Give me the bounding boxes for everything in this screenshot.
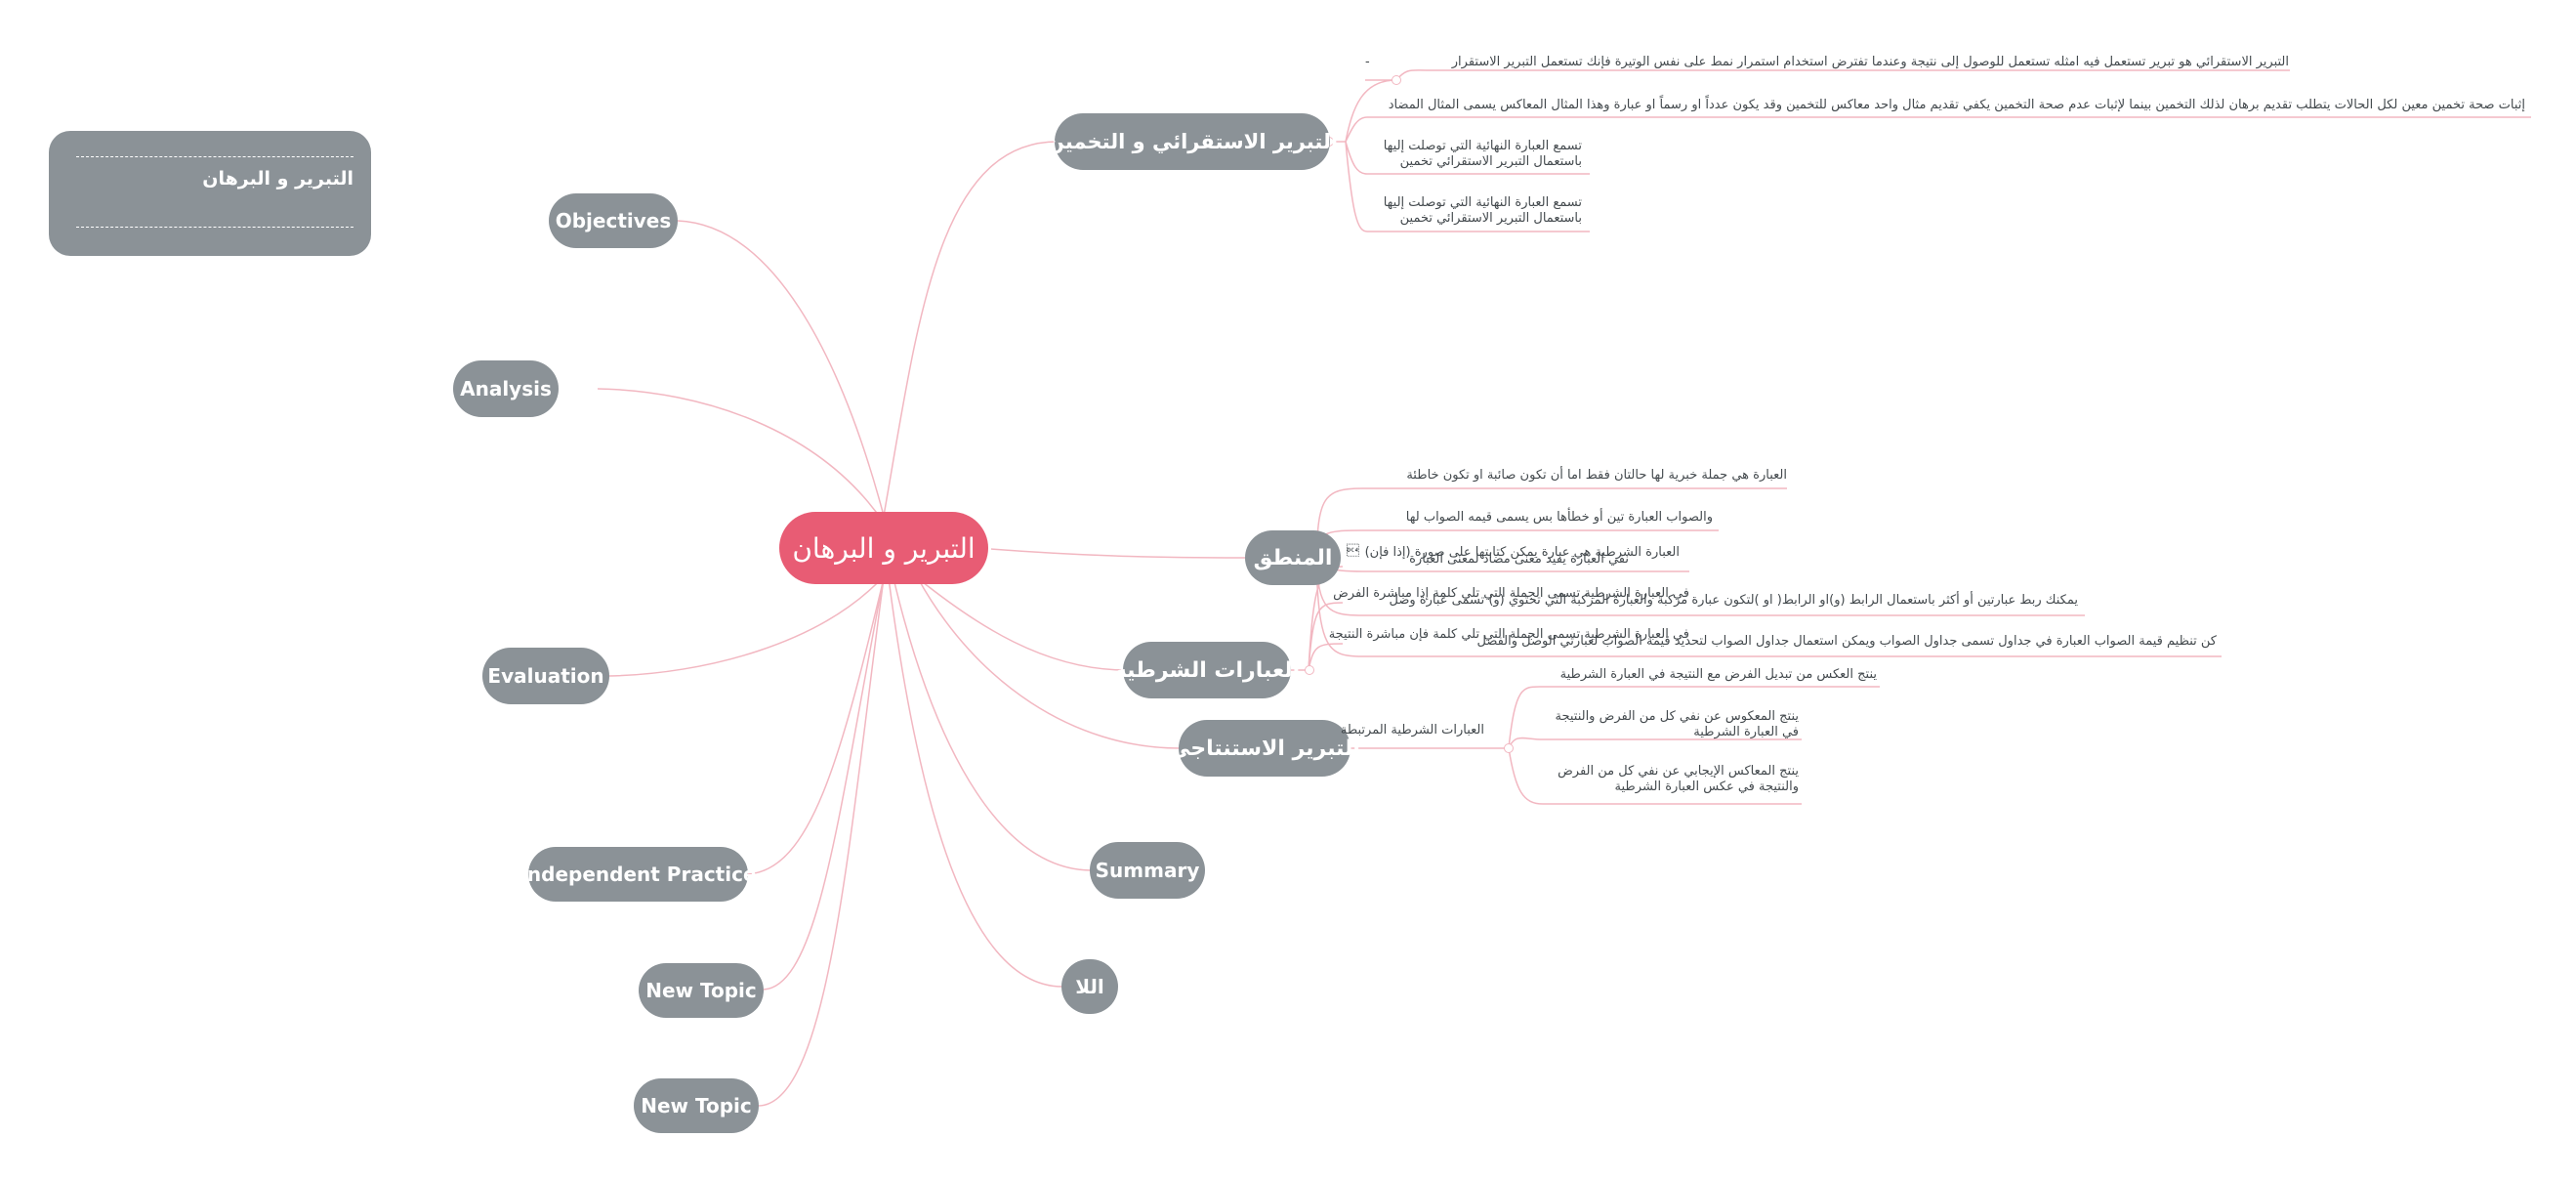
link-newtopic1 — [763, 577, 885, 990]
branch-joint[interactable] — [1392, 75, 1401, 85]
inductive-detail-dash[interactable]: - — [1365, 55, 1370, 69]
link-objectives — [677, 220, 885, 517]
logic-detail-1[interactable]: العبارة هي جملة خبرية لها حالتان فقط اما… — [1406, 468, 1787, 483]
branch-inductive-reasoning[interactable]: التبرير الاستقرائي و التخمين — [1047, 113, 1338, 170]
central-topic[interactable]: التبرير و البرهان — [779, 512, 988, 584]
branch-new-topic-2[interactable]: New Topic — [634, 1078, 759, 1133]
branch-new-topic-1[interactable]: New Topic — [639, 963, 764, 1018]
branch-alla[interactable]: اللا — [1061, 959, 1118, 1014]
branch-conditional-statements[interactable]: العبارات الشرطية — [1114, 642, 1300, 698]
link-conditional — [917, 577, 1127, 671]
floating-topic-title: التبرير و البرهان — [202, 168, 353, 190]
conditional-detail-2[interactable]: في العبارة الشرطية تسمى الجملة التي تلي … — [1333, 586, 1689, 601]
logic-detail-2[interactable]: والصواب العبارة تين أو خطأها بس يسمى قيم… — [1405, 510, 1713, 525]
branch-joint[interactable] — [1305, 665, 1314, 675]
link-newtopic2 — [758, 577, 885, 1107]
deductive-detail-converse[interactable]: ينتج العكس من تبديل الفرض مع النتيجة في … — [1559, 667, 1877, 682]
branch-objectives[interactable]: Objectives — [549, 193, 678, 248]
link-logic — [990, 548, 1246, 559]
deductive-related-conditionals[interactable]: العبارات الشرطية المرتبطة — [1340, 723, 1484, 738]
branch-logic[interactable]: المنطق — [1245, 530, 1341, 585]
inductive-detail-1[interactable]: التبرير الاستقرائي هو تبرير تستعمل فيه ا… — [1451, 55, 2289, 69]
branch-evaluation[interactable]: Evaluation — [482, 648, 609, 704]
link-evaluation — [608, 575, 885, 677]
branch-deductive-reasoning[interactable]: التبرير الاستنتاجي — [1169, 720, 1360, 777]
floating-topic[interactable]: التبرير و البرهان — [49, 131, 371, 256]
link-independent — [747, 577, 885, 875]
link-deductive — [917, 577, 1181, 749]
deductive-detail-inverse[interactable]: ينتج المعكوس عن نفي كل من الفرض والنتيجة… — [1555, 709, 1799, 739]
deductive-detail-contrapositive[interactable]: ينتج المعاكس الإيجابي عن نفي كل من الفرض… — [1558, 764, 1799, 794]
floating-topic-bottom-rule — [76, 227, 353, 228]
link-analysis — [597, 388, 885, 524]
logic-detail-3[interactable]: نفي العبارة يفيد معنى مضاد لمعنى العبارة — [1409, 552, 1629, 567]
conditional-detail-1[interactable]: العبارة الشرطية هي عبارة يمكن كتابتها عل… — [1364, 545, 1680, 560]
logic-detail-5[interactable]: كن تنظيم قيمة الصواب العبارة في جداول تس… — [1476, 634, 2217, 649]
link-alla — [888, 577, 1063, 988]
conditional-marker:  — [1347, 544, 1359, 559]
branch-joint[interactable] — [1504, 743, 1514, 753]
link-inductive — [883, 141, 1059, 517]
branch-analysis[interactable]: Analysis — [453, 360, 559, 417]
link-summary — [893, 577, 1092, 871]
conditional-detail-3[interactable]: في العبارة الشرطية تسمى الجملة التي تلي … — [1328, 627, 1689, 642]
branch-independent-practice[interactable]: Independent Practice — [519, 847, 757, 902]
logic-detail-4[interactable]: يمكنك ربط عبارتين أو أكثر باستعمال الراب… — [1389, 593, 2078, 608]
inductive-detail-4[interactable]: تسمع العبارة النهائية التي توصلت إليها ب… — [1383, 195, 1582, 226]
inductive-detail-3[interactable]: تسمع العبارة النهائية التي توصلت إليها ب… — [1383, 139, 1582, 169]
branch-summary[interactable]: Summary — [1090, 842, 1205, 899]
inductive-detail-2[interactable]: إثبات صحة تخمين معين لكل الحالات يتطلب ت… — [1388, 98, 2525, 112]
floating-topic-top-rule — [76, 156, 353, 157]
